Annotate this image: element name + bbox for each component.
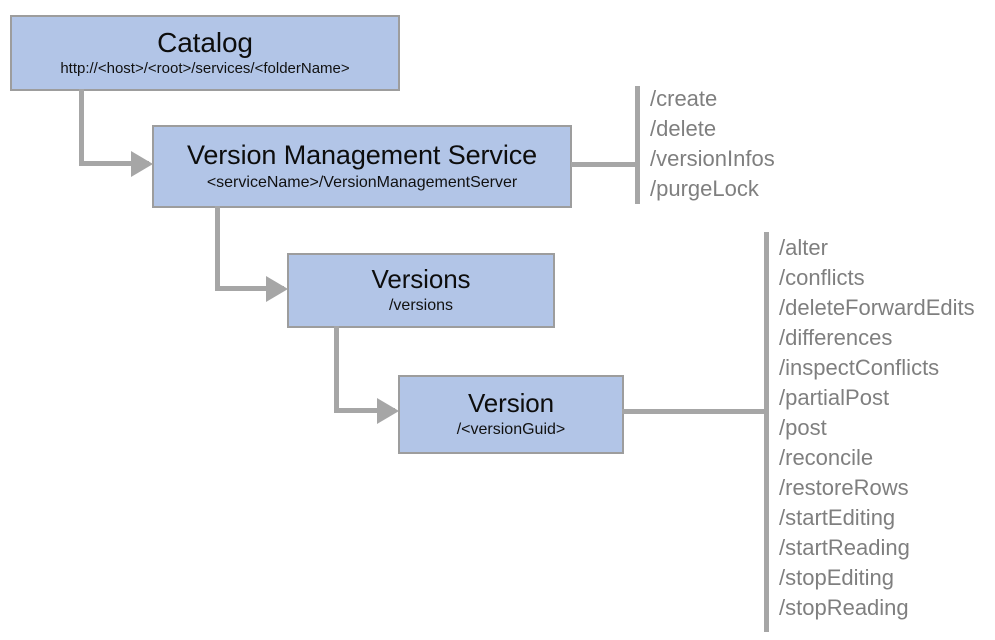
connector-catalog-to-service-vertical xyxy=(79,89,84,166)
operation-item[interactable]: /conflicts xyxy=(779,265,865,290)
operation-item[interactable]: /create xyxy=(650,86,718,111)
operation-item[interactable]: /stopReading xyxy=(779,595,909,620)
operation-item[interactable]: /delete xyxy=(650,116,717,141)
operation-item[interactable]: /stopEditing xyxy=(779,565,894,590)
service-operations-list: /create /delete /versionInfos /purgeLock xyxy=(650,84,775,204)
node-versions[interactable]: Versions /versions xyxy=(287,253,555,328)
node-version-title: Version xyxy=(467,387,555,418)
operation-item[interactable]: /reconcile xyxy=(779,445,874,470)
connector-versions-to-version-horizontal xyxy=(334,408,395,413)
connector-service-to-versions-vertical xyxy=(215,206,220,290)
node-catalog-title: Catalog xyxy=(157,26,253,58)
operation-item[interactable]: /restoreRows xyxy=(779,475,909,500)
operation-item[interactable]: /versionInfos xyxy=(650,146,775,171)
operation-item[interactable]: /post xyxy=(779,415,827,440)
operation-item[interactable]: /partialPost xyxy=(779,385,890,410)
node-versions-title: Versions xyxy=(371,263,471,294)
operation-item[interactable]: /startReading xyxy=(779,535,910,560)
connector-catalog-to-service-horizontal xyxy=(79,161,149,166)
node-catalog-path: http://<host>/<root>/services/<folderNam… xyxy=(60,60,350,78)
node-version-management-service[interactable]: Version Management Service <serviceName>… xyxy=(152,125,572,208)
brace-bar-version-operations xyxy=(764,232,769,632)
connector-versions-to-version-vertical xyxy=(334,326,339,412)
node-catalog[interactable]: Catalog http://<host>/<root>/services/<f… xyxy=(10,15,400,91)
operation-item[interactable]: /alter xyxy=(779,235,828,260)
operation-item[interactable]: /deleteForwardEdits xyxy=(779,295,975,320)
version-operations-list: /alter /conflicts /deleteForwardEdits /d… xyxy=(779,233,975,623)
operation-item[interactable]: /differences xyxy=(779,325,893,350)
connector-service-operations-stem xyxy=(571,162,639,167)
node-version[interactable]: Version /<versionGuid> xyxy=(398,375,624,454)
connector-version-operations-stem xyxy=(622,409,768,414)
arrowhead-icon-service-to-versions xyxy=(266,276,288,302)
operation-item[interactable]: /purgeLock xyxy=(650,176,759,201)
node-version-management-service-title: Version Management Service xyxy=(186,140,538,171)
arrowhead-icon-catalog-to-service xyxy=(131,151,153,177)
node-version-management-service-path: <serviceName>/VersionManagementServer xyxy=(206,173,518,191)
operation-item[interactable]: /inspectConflicts xyxy=(779,355,940,380)
connector-service-to-versions-horizontal xyxy=(215,286,284,291)
brace-bar-service-operations xyxy=(635,86,640,204)
arrowhead-icon-versions-to-version xyxy=(377,398,399,424)
node-versions-path: /versions xyxy=(388,297,454,315)
node-version-path: /<versionGuid> xyxy=(456,421,566,439)
operation-item[interactable]: /startEditing xyxy=(779,505,896,530)
